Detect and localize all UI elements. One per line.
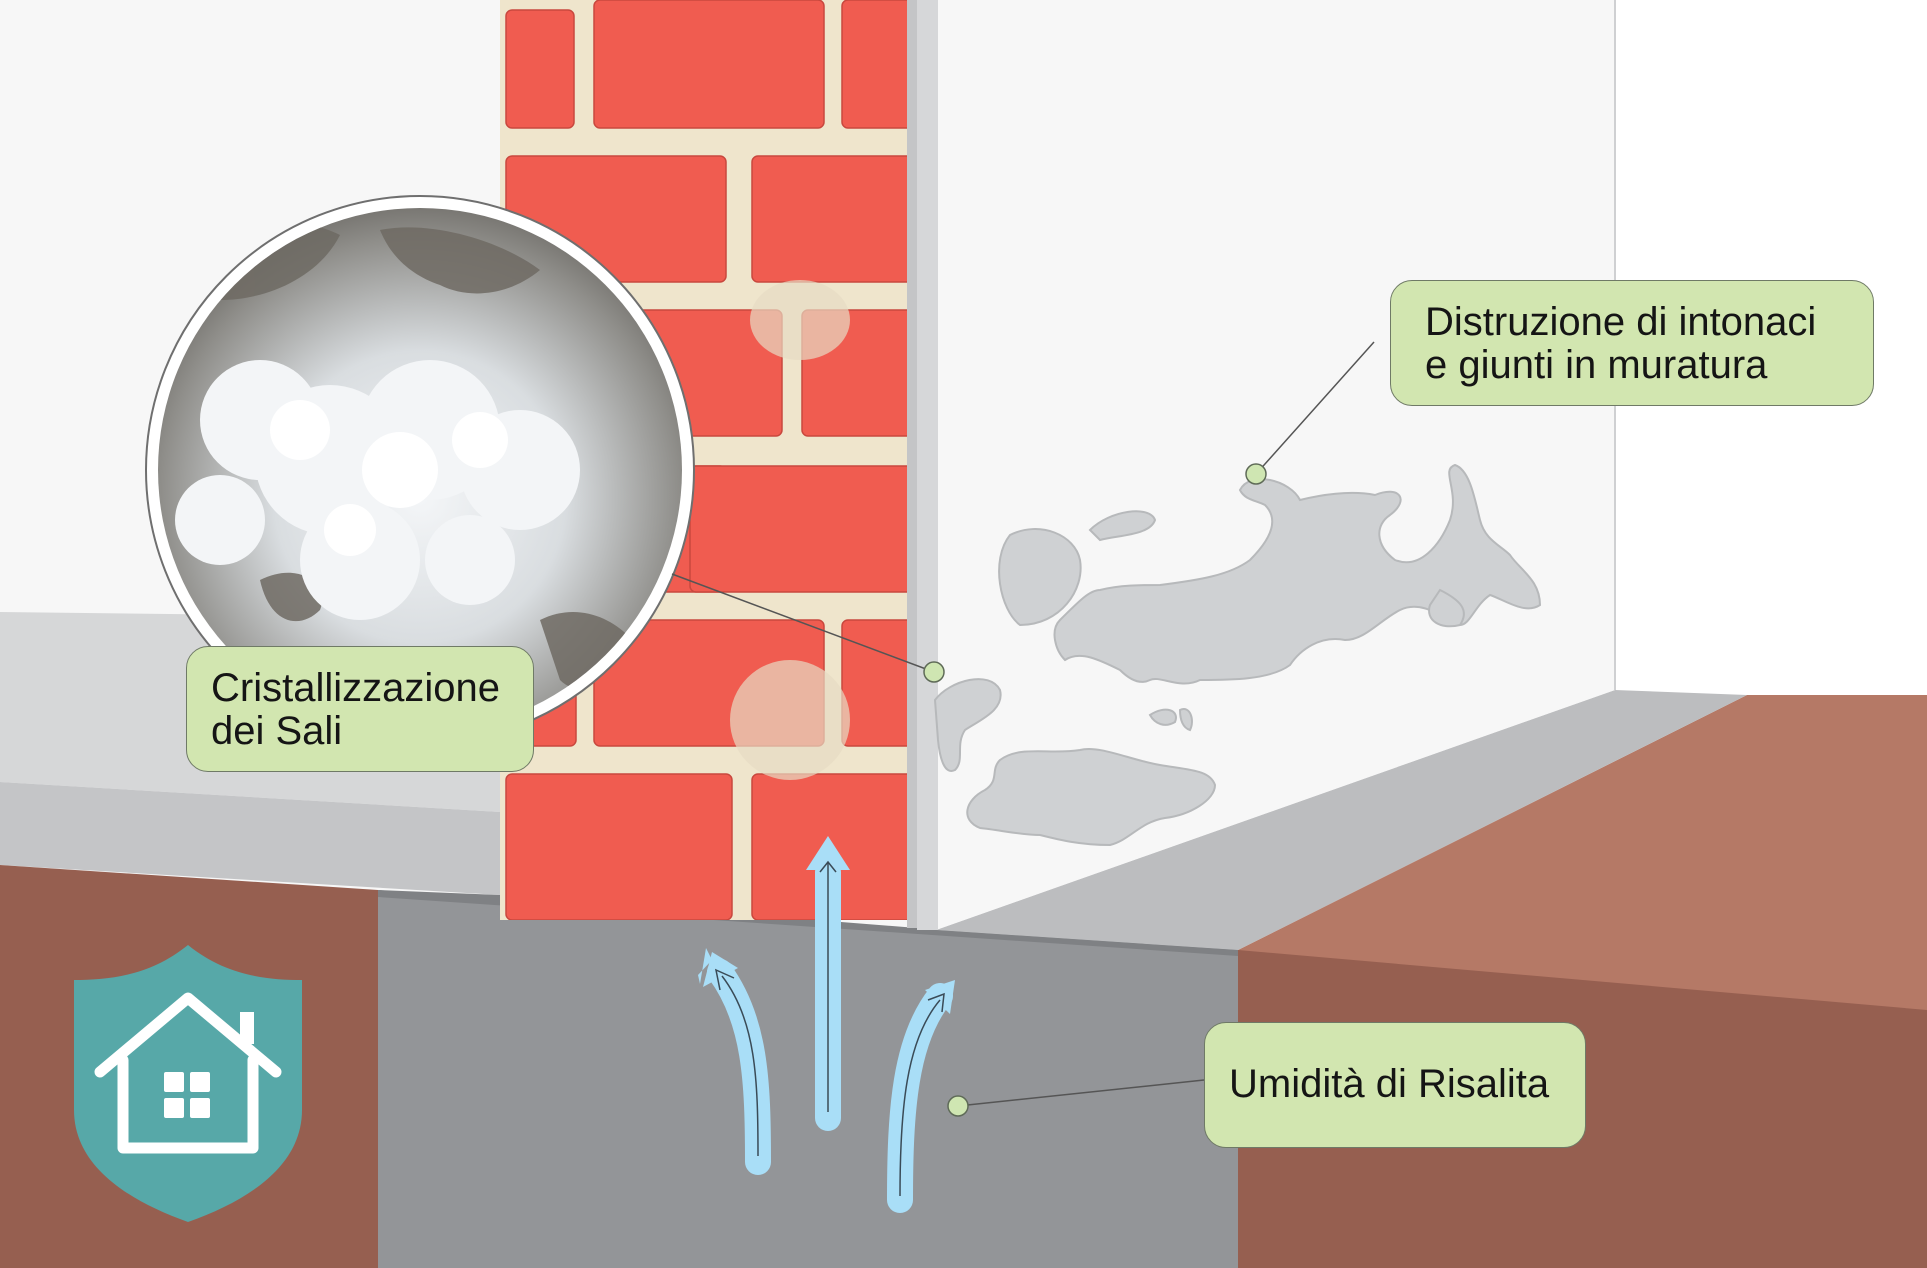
moisture-arrow-icon bbox=[698, 836, 955, 1213]
marker-dot-salts bbox=[923, 661, 945, 683]
floor-slab bbox=[936, 690, 1747, 950]
salt-crystals-closeup bbox=[145, 195, 695, 745]
marker-dot-plaster bbox=[1245, 463, 1267, 485]
shield-house-logo bbox=[74, 945, 302, 1222]
left-ledge-front bbox=[0, 782, 500, 895]
callout-salt-crystallization: Cristallizzazione dei Sali bbox=[186, 646, 534, 772]
plaster-wall bbox=[917, 0, 1615, 930]
callout-plaster-damage: Distruzione di intonaci e giunti in mura… bbox=[1390, 280, 1874, 406]
leader-lines bbox=[671, 341, 1375, 1107]
foundation bbox=[378, 890, 1238, 1268]
plaster-damage bbox=[933, 463, 1542, 847]
callout-rising-damp: Umidità di Risalita bbox=[1204, 1022, 1586, 1148]
plaster-edge bbox=[917, 0, 938, 930]
marker-dot-damp bbox=[947, 1095, 969, 1117]
